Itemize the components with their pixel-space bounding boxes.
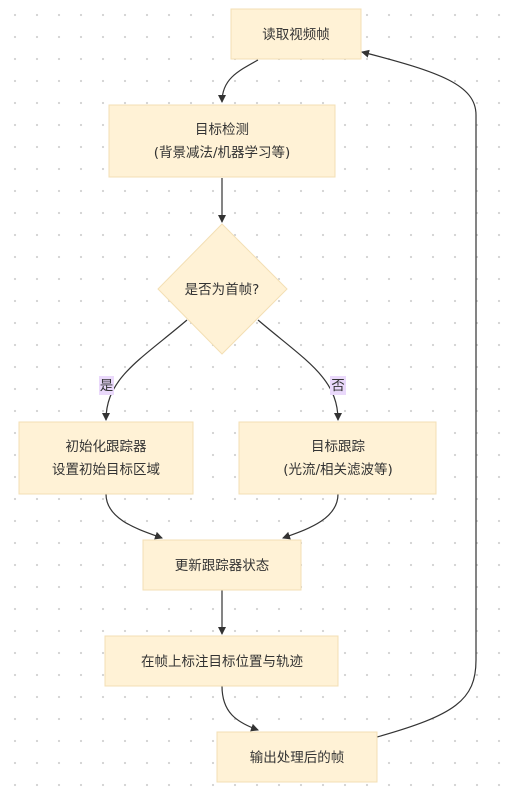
node-track-line-1: 目标跟踪	[311, 439, 365, 455]
yes-label: 是	[100, 378, 114, 394]
edge-decision-to-init	[102, 319, 188, 421]
node-track: 目标跟踪 (光流/相关滤波等)	[238, 421, 437, 495]
edge-decision-to-track	[257, 319, 342, 421]
node-detect-line-1: 目标检测	[195, 122, 249, 138]
edge-track-to-update	[282, 493, 339, 540]
node-init-tracker: 初始化跟踪器 设置初始目标区域	[18, 421, 194, 495]
node-read-frame-line-1: 读取视频帧	[262, 27, 330, 43]
edge-read-to-detect	[218, 59, 259, 103]
node-annotate-line-1: 在帧上标注目标位置与轨迹	[141, 654, 303, 670]
edge-output-to-read	[361, 49, 477, 738]
node-output-line-1: 输出处理后的帧	[250, 750, 345, 766]
node-read-frame: 读取视频帧	[230, 8, 362, 60]
no-label: 否	[331, 378, 345, 394]
node-detect-line-2: (背景减法/机器学习等)	[154, 144, 291, 161]
node-annotate: 在帧上标注目标位置与轨迹	[104, 635, 339, 687]
node-update-tracker-line-1: 更新跟踪器状态	[175, 558, 270, 574]
edge-init-to-update	[105, 493, 163, 540]
node-detect: 目标检测 (背景减法/机器学习等)	[108, 104, 336, 178]
node-init-tracker-line-2: 设置初始目标区域	[52, 461, 160, 478]
node-track-line-2: (光流/相关滤波等)	[283, 461, 393, 478]
node-init-tracker-line-1: 初始化跟踪器	[66, 438, 147, 455]
node-output: 输出处理后的帧	[216, 731, 378, 783]
edge-annotate-to-output	[221, 685, 259, 732]
node-update-tracker: 更新跟踪器状态	[142, 539, 302, 591]
yes-label-background	[99, 376, 114, 395]
no-label-background	[330, 376, 346, 395]
node-is-first-frame-line-1: 是否为首帧?	[185, 282, 260, 298]
node-is-first-frame-decision: 是否为首帧?	[157, 223, 288, 355]
